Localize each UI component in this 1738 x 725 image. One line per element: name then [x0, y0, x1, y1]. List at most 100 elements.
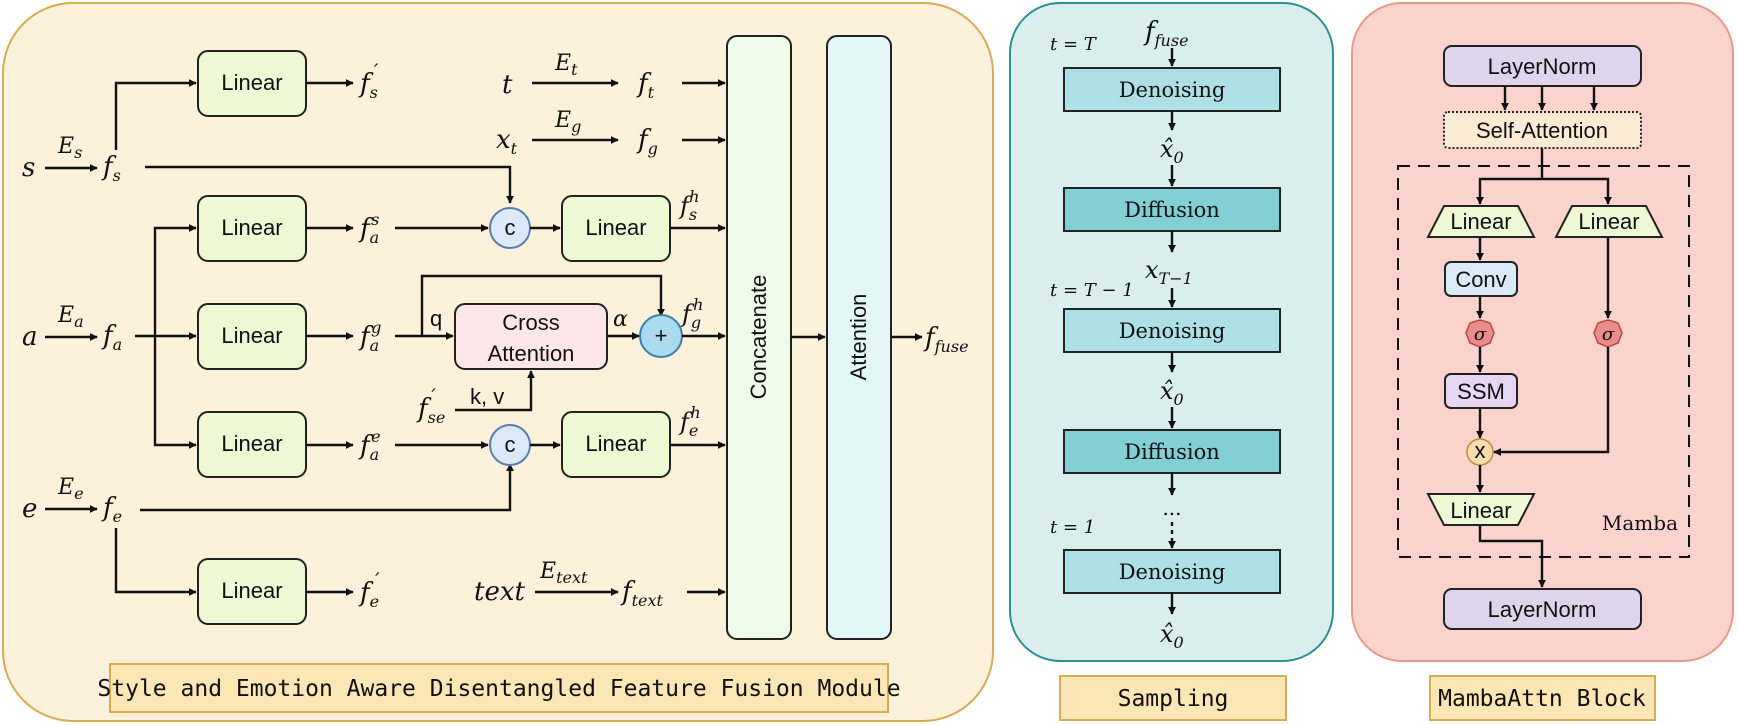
- edge-split-left: [1476, 177, 1542, 205]
- edge-fs-linear-top: [114, 79, 197, 150]
- svg-text:Denoising: Denoising: [1119, 319, 1226, 343]
- input-e: e: [22, 494, 37, 524]
- mamba-label: Mamba: [1602, 511, 1678, 535]
- mamba-conv: Conv: [1444, 261, 1518, 297]
- mamba-panel: LayerNorm Self-Attention Mamba Linear Li…: [1351, 2, 1734, 721]
- edge-fe-concat-e: [140, 463, 514, 512]
- linear-block-top: Linear: [197, 50, 307, 117]
- svg-text:Attention: Attention: [846, 294, 871, 381]
- linear-block-e: Linear: [197, 411, 307, 478]
- svg-text:Self-Attention: Self-Attention: [1476, 118, 1608, 143]
- label-kv: k, v: [470, 384, 504, 409]
- edge-fa-linear-e: [153, 336, 197, 449]
- feature-fae: fae: [358, 427, 381, 464]
- sampling-dots: ...: [1162, 496, 1181, 520]
- input-xt: xt: [496, 125, 518, 158]
- svg-text:Linear: Linear: [221, 431, 282, 456]
- sampling-x0-1: x̂0: [1160, 135, 1184, 167]
- encoder-Eg: Eg: [554, 108, 581, 136]
- mamba-sigma-left: σ: [1465, 319, 1495, 348]
- sampling-xT1: xT−1: [1145, 256, 1193, 288]
- svg-text:Linear: Linear: [221, 323, 282, 348]
- linear-block-bottom: Linear: [197, 558, 307, 625]
- linear-block-sh: Linear: [561, 195, 671, 262]
- mamba-linear-bottom: Linear: [1426, 493, 1536, 526]
- svg-text:σ: σ: [1602, 324, 1615, 345]
- svg-text:Concatenate: Concatenate: [746, 275, 771, 400]
- input-t: t: [502, 70, 513, 100]
- concatenate-block: Concatenate: [726, 35, 792, 640]
- svg-text:MambaAttn Block: MambaAttn Block: [1438, 686, 1646, 712]
- mamba-layernorm-top: LayerNorm: [1443, 45, 1642, 87]
- svg-text:Sampling: Sampling: [1118, 686, 1229, 712]
- edge-fa-linear-s: [153, 224, 197, 336]
- cross-attention-block: Cross Attention: [454, 303, 608, 370]
- input-s: s: [22, 153, 35, 183]
- sampling-caption: Sampling: [1059, 675, 1287, 721]
- svg-text:Linear: Linear: [1578, 209, 1639, 234]
- sampling-x0-3: x̂0: [1160, 620, 1184, 652]
- add-op: +: [639, 314, 683, 358]
- fusion-caption: Style and Emotion Aware Disentangled Fea…: [97, 663, 901, 713]
- sampling-step-denoising-1: Denoising: [1063, 67, 1281, 112]
- svg-text:+: +: [655, 323, 668, 348]
- linear-block-eh: Linear: [561, 411, 671, 478]
- feature-fsh: fsh: [678, 187, 699, 224]
- encoder-Ea: Ea: [57, 303, 84, 331]
- encoder-Etext: Etext: [539, 559, 588, 587]
- edge-sigma-right-mult: [1493, 347, 1610, 456]
- svg-text:Linear: Linear: [221, 70, 282, 95]
- svg-text:Denoising: Denoising: [1119, 78, 1226, 102]
- edge-split-right: [1542, 177, 1612, 205]
- sampling-step-denoising-3: Denoising: [1063, 549, 1281, 594]
- sampling-step-diffusion-2: Diffusion: [1063, 429, 1281, 474]
- time-label-1: t = 1: [1050, 517, 1095, 538]
- mamba-linear-left: Linear: [1426, 205, 1536, 238]
- svg-text:Conv: Conv: [1455, 267, 1506, 292]
- svg-text:Linear: Linear: [585, 431, 646, 456]
- svg-text:LayerNorm: LayerNorm: [1488, 597, 1597, 622]
- svg-text:SSM: SSM: [1457, 379, 1505, 404]
- fusion-panel: s a e Es Ea Ee fs fa fe Linear Linear: [2, 2, 994, 722]
- mamba-linear-right: Linear: [1554, 205, 1664, 238]
- svg-text:LayerNorm: LayerNorm: [1488, 54, 1597, 79]
- edge-fs-concat-s: [145, 165, 514, 204]
- concat-op-e: c: [489, 424, 531, 466]
- time-label-T-1: t = T − 1: [1050, 280, 1134, 301]
- linear-block-s: Linear: [197, 195, 307, 262]
- label-q: q: [430, 306, 442, 331]
- svg-text:Style and Emotion Aware Disent: Style and Emotion Aware Disentangled Fea…: [97, 676, 900, 702]
- svg-text:Denoising: Denoising: [1119, 560, 1226, 584]
- mamba-sigma-right: σ: [1593, 319, 1623, 348]
- sampling-step-denoising-2: Denoising: [1063, 308, 1281, 353]
- mamba-region: [1397, 165, 1690, 558]
- edge-linear-layernorm: [1478, 525, 1546, 588]
- mamba-layernorm-bottom: LayerNorm: [1443, 588, 1642, 630]
- sampling-panel: ffuse t = T Denoising x̂0 Diffusion xT−1…: [1009, 2, 1334, 721]
- input-text: text: [474, 577, 525, 607]
- svg-text:Linear: Linear: [585, 215, 646, 240]
- svg-text:Linear: Linear: [1450, 209, 1511, 234]
- svg-text:Linear: Linear: [221, 215, 282, 240]
- svg-text:c: c: [505, 215, 516, 240]
- svg-text:Linear: Linear: [221, 578, 282, 603]
- label-alpha: α: [613, 307, 628, 332]
- sampling-x0-2: x̂0: [1160, 377, 1184, 409]
- sampling-step-diffusion-1: Diffusion: [1063, 187, 1281, 232]
- svg-text:x: x: [1475, 438, 1486, 463]
- linear-block-g: Linear: [197, 303, 307, 370]
- edge-fe-linear-bottom: [114, 528, 197, 596]
- concat-op-s: c: [489, 207, 531, 249]
- svg-text:c: c: [505, 432, 516, 457]
- mamba-multiply: x: [1466, 438, 1494, 466]
- encoder-Et: Et: [554, 51, 578, 79]
- time-label-T: t = T: [1050, 34, 1098, 55]
- encoder-Ee: Ee: [57, 475, 84, 503]
- mamba-self-attention: Self-Attention: [1443, 111, 1642, 149]
- mamba-ssm: SSM: [1444, 373, 1518, 409]
- mamba-caption: MambaAttn Block: [1429, 675, 1656, 721]
- feature-fas: fas: [358, 210, 379, 247]
- edge-fse-cross-kv: [455, 370, 535, 412]
- attention-block: Attention: [826, 35, 892, 640]
